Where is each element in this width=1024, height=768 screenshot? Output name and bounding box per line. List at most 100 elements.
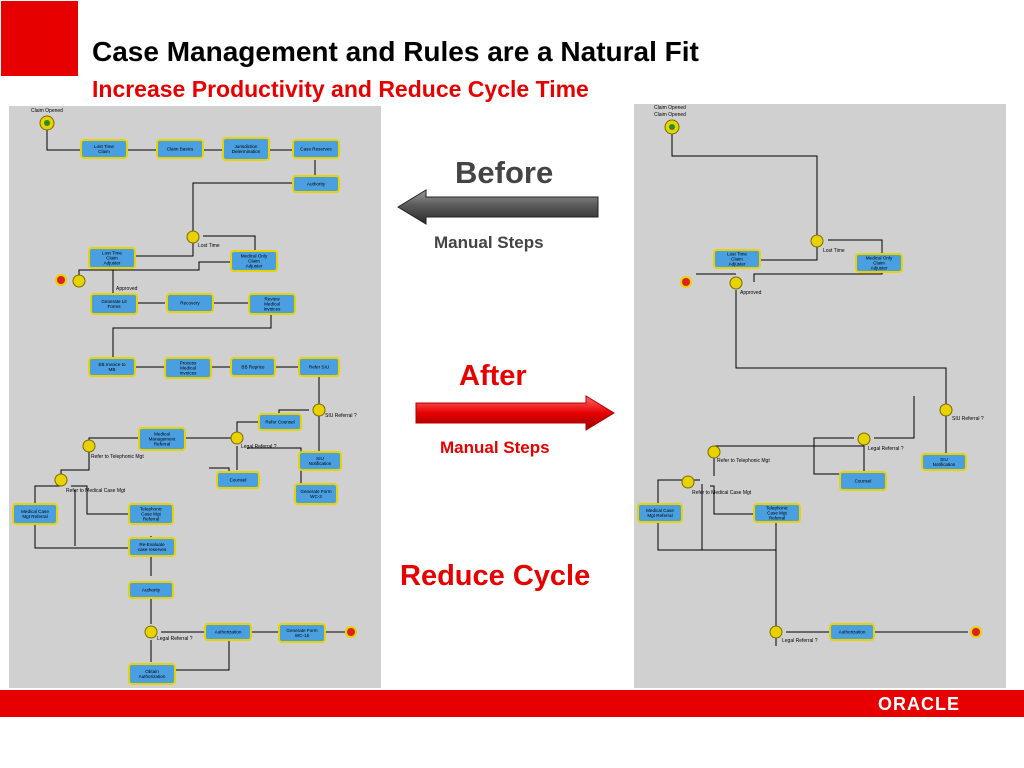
after-decision-label-5: Refer to Medical Case Mgt [692,490,752,496]
after-decision-icon [857,432,871,446]
after-decision-label-2: SIU Referral ? [952,416,984,422]
before-decision-icon [72,274,86,288]
before-arrow [397,189,599,225]
before-workflow-panel: Claim Opened Lost Time Approved SIU Refe… [9,106,381,688]
after-decision-icon [681,475,695,489]
before-decision-label-4: Refer to Telephonic Mgt [91,454,144,460]
before-start-icon [39,115,55,131]
before-node-b4: Case Reserves [292,139,340,159]
page-subtitle: Increase Productivity and Reduce Cycle T… [92,76,589,102]
after-decision-label-0: Lost Time [823,248,845,254]
before-workflow-diagram: Claim Opened Lost Time Approved SIU Refe… [12,108,357,685]
before-node-label: Recovery [180,301,200,306]
after-decision-label-1: Approved [740,290,762,296]
before-node-b18: Counsel [216,471,260,489]
reduce-cycle-label: Reduce Cycle [400,560,591,592]
after-node-label: Counsel [855,479,872,484]
after-end-icon-1 [680,276,692,288]
before-node-b24: Authorization [204,623,252,641]
before-node-label: Authority [142,588,161,593]
after-decision-icon [939,403,953,417]
before-node-b13: BB Reprice [230,357,276,377]
footer-bar [0,690,1024,717]
after-start-label: Claim Opened [654,105,686,111]
after-decision-icon [729,276,743,290]
after-decision-label-6: Legal Referral ? [782,638,818,644]
before-node-label: Claim Basics [167,147,194,152]
after-decision-label-3: Legal Referral ? [868,446,904,452]
before-decision-icon [54,473,68,487]
before-decision-label-5: Refer to Medical Case Mgt [66,488,126,494]
before-node-label: Counsel [230,478,247,483]
before-node-label: Authorization [215,630,242,635]
after-start-icon [664,119,680,135]
after-workflow-diagram: Claim Opened Claim Opened Lost Time Appr… [637,105,984,646]
after-workflow-panel: Claim Opened Claim Opened Lost Time Appr… [634,104,1006,688]
after-decision-label-4: Refer to Telephonic Mgt [717,458,770,464]
before-decision-label-3: Legal Referral ? [241,444,277,450]
before-node-label: Refer SIU [309,365,329,370]
after-end-icon-2 [970,626,982,638]
before-end-icon-2 [345,626,357,638]
after-label: After [459,360,527,392]
before-node-label: Refer Counsel [265,420,294,425]
after-start-label-2: Claim Opened [654,112,686,118]
after-decision-icon [769,625,783,639]
before-decision-label-6: Legal Referral ? [157,636,193,642]
before-decision-icon [82,439,96,453]
before-decision-label-1: Approved [116,286,138,292]
before-node-b14: Refer SIU [298,357,340,377]
before-manual-steps: Manual Steps [434,233,544,252]
brand-square [1,1,78,76]
before-node-b2: Claim Basics [156,139,204,159]
before-start-label: Claim Opened [31,108,63,114]
before-decision-icon [312,403,326,417]
oracle-logo: ORACLE [878,694,960,714]
before-end-icon-1 [55,274,67,286]
before-node-b15: Refer Counsel [258,413,302,431]
before-node-label: Case Reserves [300,147,332,152]
before-decision-label-2: SIU Referral ? [325,413,357,419]
after-arrow [415,395,615,431]
after-node-a4: Counsel [839,471,887,491]
footer-divider [0,717,1024,720]
after-node-a7: Authorization [829,623,875,641]
after-manual-steps: Manual Steps [440,438,550,457]
after-decision-icon [810,234,824,248]
after-decision-icon [707,445,721,459]
